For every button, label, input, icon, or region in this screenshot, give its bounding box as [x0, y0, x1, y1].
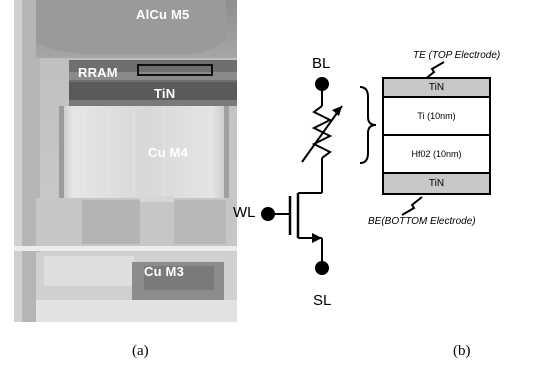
layer-ti: Ti (10nm) [384, 98, 489, 136]
caption-a: (a) [132, 343, 149, 359]
layer-tin-bottom-label: TiN [428, 178, 445, 189]
tem-micrograph [14, 0, 237, 322]
rram-box [137, 64, 213, 76]
circuit-1t1r [261, 77, 343, 275]
layer-hfo2-label: Hf02 (10nm) [411, 149, 462, 159]
label-alcu-m5: AlCu M5 [136, 7, 190, 22]
top-electrode-label: TE (TOP Electrode) [413, 50, 501, 61]
te-pointer [423, 61, 445, 81]
layer-tin-bottom: TiN [384, 174, 489, 193]
label-cu-m3: Cu M3 [144, 264, 184, 279]
label-cu-m4: Cu M4 [148, 145, 188, 160]
layer-tin-top-label: TiN [428, 82, 445, 93]
be-pointer [401, 196, 423, 216]
resistor [311, 105, 333, 159]
tem-panel: AlCu M5 RRAM TiN Cu M4 Cu M3 [14, 0, 237, 322]
layer-stack: TiN Ti (10nm) Hf02 (10nm) TiN [382, 77, 491, 195]
caption-b: (b) [453, 343, 471, 359]
label-tin: TiN [154, 86, 176, 101]
layer-tin-top: TiN [384, 79, 489, 98]
bottom-electrode-label: BE(BOTTOM Electrode) [368, 216, 476, 227]
label-bl: BL [312, 55, 331, 72]
label-rram: RRAM [78, 65, 118, 80]
brace [359, 86, 377, 164]
sl-node [315, 261, 329, 275]
layer-hfo2: Hf02 (10nm) [384, 136, 489, 174]
label-wl: WL [233, 204, 256, 221]
layer-ti-label: Ti (10nm) [417, 111, 456, 121]
label-sl: SL [313, 292, 332, 309]
